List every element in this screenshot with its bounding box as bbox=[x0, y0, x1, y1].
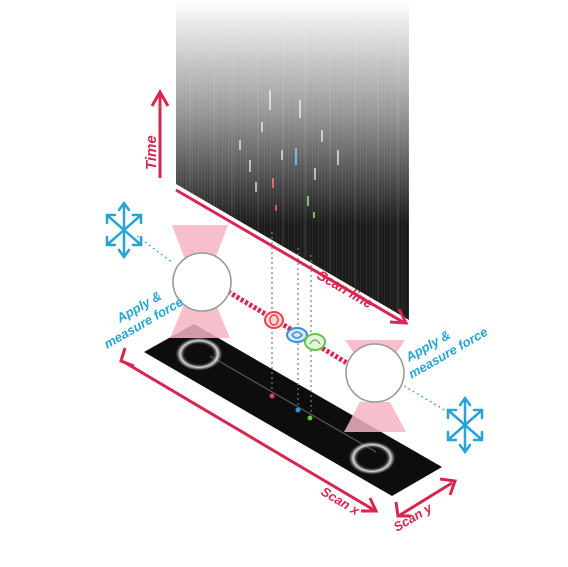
protein-red bbox=[264, 311, 284, 329]
protein-green bbox=[304, 333, 326, 351]
time-label: Time bbox=[143, 135, 160, 170]
dna-strand bbox=[220, 285, 354, 369]
scan-y-axis-arrow bbox=[394, 477, 458, 518]
scan-image-panel bbox=[144, 324, 442, 496]
time-axis-arrow bbox=[150, 88, 170, 178]
scan-line-axis-arrow bbox=[175, 188, 409, 325]
right-guide-line bbox=[403, 385, 449, 413]
move-arrows-icon-left bbox=[105, 200, 143, 260]
right-bead bbox=[345, 343, 405, 403]
move-arrows-icon-right bbox=[446, 395, 484, 455]
left-guide-line bbox=[136, 235, 174, 264]
kymograph-panel bbox=[176, 0, 409, 320]
protein-blue bbox=[286, 327, 308, 343]
left-trap-beam bbox=[170, 225, 230, 338]
left-bead bbox=[172, 252, 232, 312]
scan-x-axis-arrow bbox=[119, 347, 379, 513]
apply-force-label-right: Apply & measure force bbox=[402, 324, 490, 381]
